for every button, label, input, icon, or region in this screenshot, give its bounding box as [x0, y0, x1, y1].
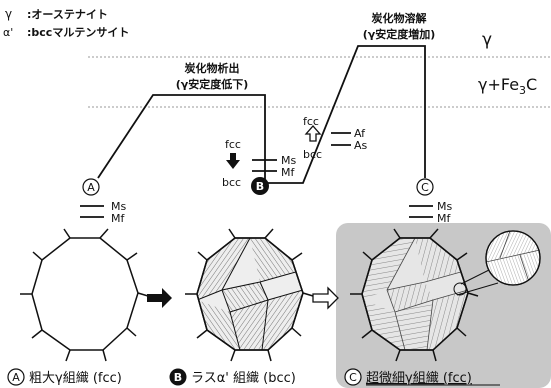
transform-arrow-icon [147, 288, 172, 308]
as-bcc-label: bcc [303, 148, 322, 161]
legend-gamma-symbol: γ [5, 7, 12, 21]
b-mf-label: Mf [281, 166, 295, 179]
caption-c-text: 超微細γ組織 (fcc) [366, 371, 472, 386]
phase-gamma-label: γ [482, 30, 492, 50]
caption-b: B ラスα' 組織 (bcc) [170, 369, 296, 387]
grain-b-lath-martensite [185, 229, 313, 361]
b-bcc-label: bcc [222, 176, 241, 189]
phase-gamma-fe3c-label: γ+Fe3C [478, 75, 537, 97]
caption-a: A 粗大γ組織 (fcc) [8, 369, 122, 386]
caption-a-text: 粗大γ組織 (fcc) [29, 371, 122, 386]
dissolution-label: 炭化物溶解 [372, 11, 427, 25]
point-a-label: A [87, 181, 95, 194]
caption-b-letter: B [174, 371, 182, 384]
reversion-arrow-icon [313, 288, 338, 308]
b-fcc-label: fcc [225, 138, 241, 151]
a-mf-label: Mf [111, 212, 125, 225]
caption-c-letter: C [349, 371, 357, 384]
legend-alpha-text: :bccマルテンサイト [27, 26, 129, 39]
down-arrow-icon [226, 153, 240, 169]
caption-a-letter: A [12, 371, 20, 384]
legend-gamma-text: :オーステナイト [27, 8, 108, 21]
up-arrow-icon [306, 126, 320, 141]
dissolution-sublabel: (γ安定度増加) [363, 27, 436, 41]
as-label: As [354, 139, 368, 152]
legend-alpha-symbol: α' [3, 26, 13, 39]
legend: γ :オーステナイト α' :bccマルテンサイト [3, 7, 129, 39]
point-c-label: C [421, 181, 429, 194]
caption-b-text: ラスα' 組織 (bcc) [191, 371, 296, 386]
precipitation-sublabel: (γ安定度低下) [176, 77, 249, 91]
precipitation-label: 炭化物析出 [185, 61, 240, 75]
grain-a-coarse-gamma [20, 229, 148, 361]
point-b-label: B [256, 180, 264, 193]
af-fcc-label: fcc [303, 115, 319, 128]
